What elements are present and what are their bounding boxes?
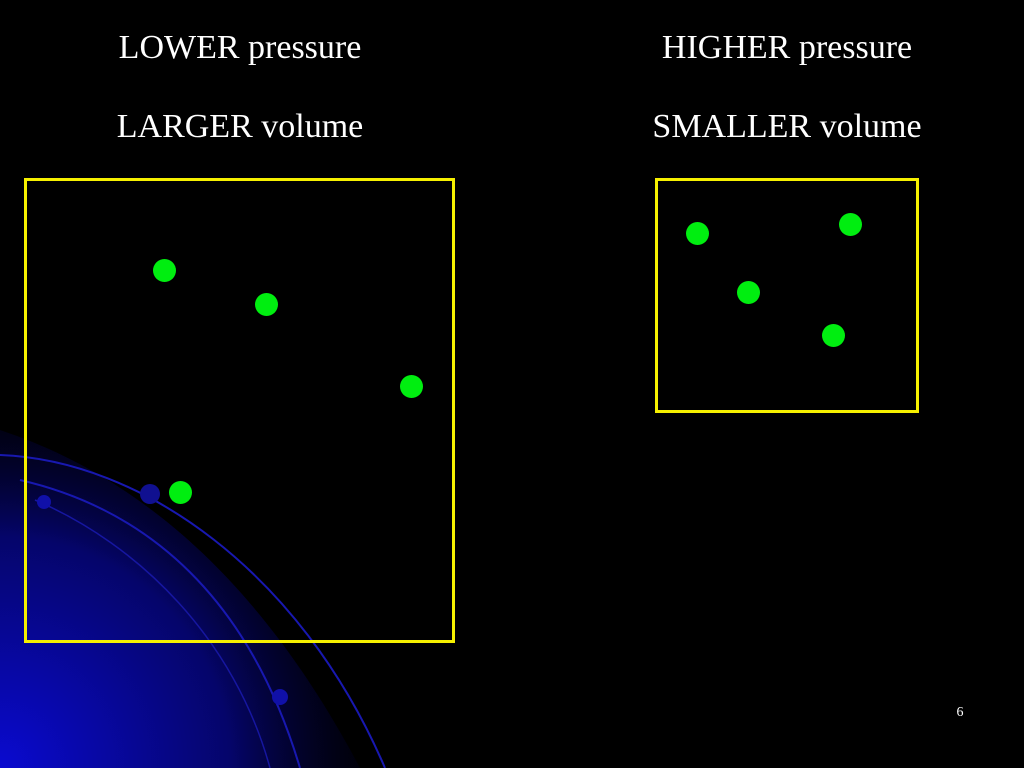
large-volume-container bbox=[24, 178, 455, 643]
left-pressure-label: LOWER pressure bbox=[118, 29, 362, 66]
gas-particle-large-3 bbox=[400, 375, 423, 398]
gas-particle-small-2 bbox=[839, 213, 862, 236]
gas-particle-large-1 bbox=[153, 259, 176, 282]
orbit-arc-1 bbox=[0, 454, 386, 768]
gas-particle-small-4 bbox=[822, 324, 845, 347]
right-volume-label: SMALLER volume bbox=[652, 108, 922, 145]
orbit-arc-3 bbox=[34, 499, 271, 768]
gas-particle-large-2 bbox=[255, 293, 278, 316]
blue-glow-region bbox=[0, 430, 360, 768]
slide-number: 6 bbox=[956, 705, 964, 720]
orbit-dot-2 bbox=[140, 484, 160, 504]
orbit-dot-3 bbox=[272, 689, 288, 705]
left-volume-label: LARGER volume bbox=[116, 108, 364, 145]
gas-particle-small-1 bbox=[686, 222, 709, 245]
orbit-dot-1 bbox=[37, 495, 51, 509]
small-volume-container bbox=[655, 178, 919, 413]
gas-particle-small-3 bbox=[737, 281, 760, 304]
gas-particle-large-4 bbox=[169, 481, 192, 504]
right-pressure-label: HIGHER pressure bbox=[661, 29, 913, 66]
